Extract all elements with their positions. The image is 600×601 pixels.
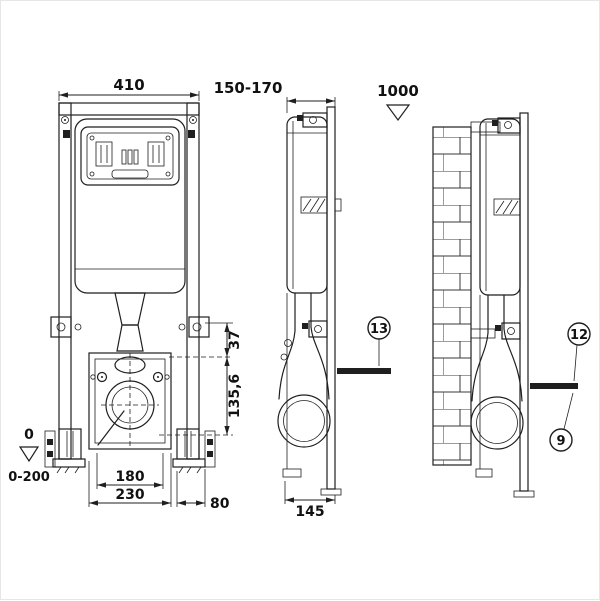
mid-bracket — [501, 322, 521, 340]
level-mark-1000: 1000 — [377, 82, 419, 122]
dimension-150-170: 150-170 — [214, 79, 336, 113]
dim-label-145: 145 — [295, 504, 324, 520]
foot-plate-right — [172, 458, 206, 468]
flush-pipe — [114, 292, 146, 352]
screw-icon — [189, 116, 197, 124]
pan-mounting-frame — [88, 352, 172, 450]
anchor-bracket-right — [204, 430, 216, 468]
level-triangle-icon — [18, 446, 40, 463]
dim-label-37: 37 — [227, 330, 243, 349]
top-bracket — [302, 112, 328, 128]
callout-label-12: 12 — [570, 328, 588, 343]
level-label-1000: 1000 — [377, 82, 419, 100]
foot-side — [282, 468, 302, 478]
foot-side — [475, 468, 493, 478]
foot-adjustment-annotation: 0 0-200 — [8, 427, 50, 485]
callout-13: 13 — [367, 316, 391, 366]
wall-bracket-left — [50, 316, 82, 338]
callout-12: 12 — [567, 322, 591, 382]
waste-outlet — [105, 380, 155, 430]
top-bracket-arm — [470, 121, 501, 133]
wall-section-view — [432, 112, 578, 498]
level-triangle-icon — [385, 104, 411, 122]
dim-label-410: 410 — [113, 76, 144, 94]
push-rod-left — [95, 141, 113, 167]
dimension-145: 145 — [284, 481, 336, 520]
fastener-tab — [188, 130, 195, 138]
callout-bubble — [549, 428, 573, 452]
push-rod-right — [147, 141, 165, 167]
waste-outlet-wall-view — [470, 396, 524, 450]
dimension-37-135: 37 135,6 — [159, 322, 243, 436]
support-strut — [97, 410, 125, 446]
flush-control-plate — [80, 126, 180, 186]
frame-rail-left — [58, 102, 72, 460]
dim-label-230: 230 — [115, 487, 144, 503]
fastener-tab — [63, 130, 70, 138]
fill-valve-block — [493, 198, 521, 216]
cistern-tank — [74, 118, 186, 294]
foot-plate-left — [52, 458, 86, 468]
rail-foot — [513, 490, 535, 498]
fill-valve-block — [300, 196, 328, 214]
mid-bracket — [308, 320, 328, 338]
brick-wall — [432, 126, 472, 466]
dim-label-150-170: 150-170 — [214, 79, 283, 97]
bottom-dimensions: 180 230 80 — [88, 453, 230, 512]
dim-label-80: 80 — [210, 496, 230, 512]
dim-label-180: 180 — [115, 469, 144, 485]
callout-label-13: 13 — [370, 322, 388, 337]
side-view — [277, 106, 391, 496]
callout-bubble — [567, 322, 591, 346]
label-zero: 0 — [24, 427, 34, 443]
label-0-200: 0-200 — [8, 470, 50, 485]
frame-rail-wall-view — [519, 112, 529, 492]
dimension-410: 410 — [58, 76, 200, 101]
screw-icon — [61, 116, 69, 124]
wall-anchor-rod — [337, 368, 391, 374]
frame-top-bar — [58, 102, 200, 116]
waste-outlet-side — [277, 394, 331, 448]
callout-9: 9 — [549, 392, 574, 452]
mid-bracket-arm — [470, 328, 496, 339]
dim-label-135-6: 135,6 — [227, 374, 243, 418]
callout-label-9: 9 — [556, 434, 565, 449]
wall-anchor-rod — [530, 383, 578, 389]
frame-rail-right — [186, 102, 200, 460]
wall-bracket-right — [178, 316, 210, 338]
rail-foot — [320, 488, 342, 496]
front-view — [44, 102, 216, 474]
anchor-bracket-left — [44, 430, 56, 468]
callout-bubble — [367, 316, 391, 340]
plate-slot — [111, 169, 149, 179]
